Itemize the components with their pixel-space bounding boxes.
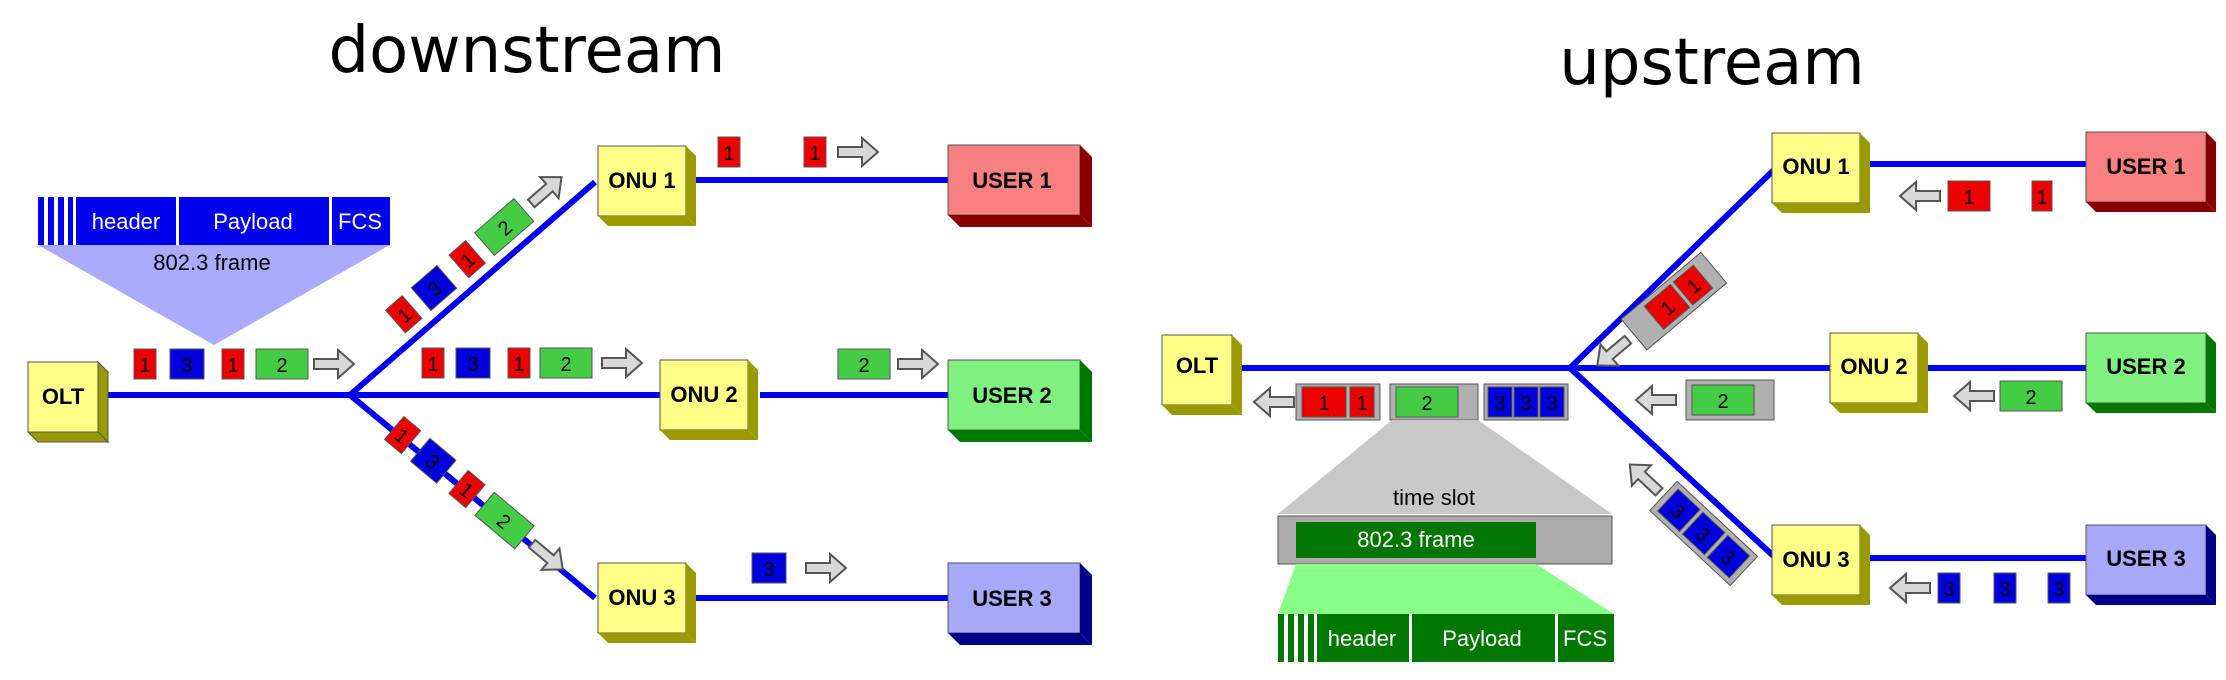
svg-text:3: 3 [1520,393,1531,415]
up-frame-fcs-label: FCS [1563,626,1607,651]
olt-label: OLT [42,384,85,409]
svg-text:1: 1 [809,143,820,165]
downstream-packets-lower: 1 3 1 2 [383,415,573,582]
user1-node: USER 1 [947,144,1092,227]
svg-text:1: 1 [427,354,438,376]
upstream-packets-users: 1 1 2 3 3 3 [1889,180,2071,604]
svg-text:2: 2 [2025,387,2036,409]
svg-text:1: 1 [1963,187,1974,209]
time-slot-expansion: time slot 802.3 frame header Payload FCS [1277,420,1614,662]
onu3-node: ONU 3 [597,562,696,643]
svg-text:1: 1 [139,355,150,377]
onu3-label-upstream: ONU 3 [1782,547,1849,572]
user1-node-upstream: USER 1 [2085,131,2216,212]
user1-label: USER 1 [972,168,1051,193]
user3-label-upstream: USER 3 [2106,546,2185,571]
user2-node: USER 2 [947,359,1092,442]
svg-text:3: 3 [1943,579,1954,601]
user1-label-upstream: USER 1 [2106,154,2185,179]
svg-text:2: 2 [858,355,869,377]
onu3-node-upstream: ONU 3 [1771,524,1870,605]
svg-text:1: 1 [227,355,238,377]
downstream-title: downstream [329,14,726,88]
svg-text:3: 3 [1999,579,2010,601]
svg-text:1: 1 [1318,393,1329,415]
svg-text:3: 3 [181,355,192,377]
upstream-packets-mid: 2 [1635,379,1775,421]
onu1-node-upstream: ONU 1 [1771,132,1870,213]
frame-fcs-label: FCS [338,209,382,234]
upstream-packets-olt: 1 1 2 3 3 3 [1253,383,1569,421]
upstream-packets-lower: 3 3 3 [1619,453,1759,587]
frame-caption: 802.3 frame [153,250,270,275]
upstream-title: upstream [1559,26,1864,100]
user2-label-upstream: USER 2 [2106,354,2185,379]
onu2-node: ONU 2 [659,359,758,440]
olt-label-upstream: OLT [1176,353,1219,378]
frame-header-label: header [92,209,161,234]
olt-node: OLT [26,360,110,444]
svg-text:1: 1 [723,143,734,165]
user3-node-upstream: USER 3 [2085,524,2216,605]
onu1-label-upstream: ONU 1 [1782,154,1849,179]
up-frame-header-label: header [1328,626,1397,651]
onu2-label: ONU 2 [670,382,737,407]
svg-text:3: 3 [2053,579,2064,601]
downstream-packets-users: 1 1 2 3 [717,136,939,584]
svg-text:3: 3 [763,559,774,581]
upstream-links [1234,161,2090,565]
downstream-packets-olt: 1 3 1 2 [133,348,355,380]
up-frame-payload-label: Payload [1442,626,1522,651]
downstream-packets-mid: 1 3 1 2 [421,347,643,379]
svg-text:3: 3 [1546,393,1557,415]
time-slot-frame-label: 802.3 frame [1357,527,1474,552]
svg-text:3: 3 [1494,393,1505,415]
svg-text:2: 2 [1421,393,1432,415]
frame-payload-label: Payload [213,209,293,234]
svg-text:3: 3 [467,354,478,376]
user2-node-upstream: USER 2 [2085,332,2216,413]
onu3-label: ONU 3 [608,585,675,610]
onu1-label: ONU 1 [608,168,675,193]
downstream-packets-upper: 1 3 1 2 [384,165,572,334]
onu2-node-upstream: ONU 2 [1829,332,1928,413]
user3-node: USER 3 [947,562,1092,645]
svg-text:1: 1 [2036,187,2047,209]
olt-node-upstream: OLT [1161,334,1242,415]
time-slot-label: time slot [1393,485,1475,510]
onu1-node: ONU 1 [597,145,696,226]
svg-text:1: 1 [1356,393,1367,415]
onu2-label-upstream: ONU 2 [1840,354,1907,379]
user2-label: USER 2 [972,383,1051,408]
upstream-packets-upper: 1 1 [1587,251,1728,378]
svg-text:1: 1 [513,354,524,376]
user3-label: USER 3 [972,586,1051,611]
svg-text:2: 2 [1717,391,1728,413]
svg-text:2: 2 [276,355,287,377]
svg-text:2: 2 [560,354,571,376]
downstream-frame: header Payload FCS 802.3 frame [38,197,390,345]
